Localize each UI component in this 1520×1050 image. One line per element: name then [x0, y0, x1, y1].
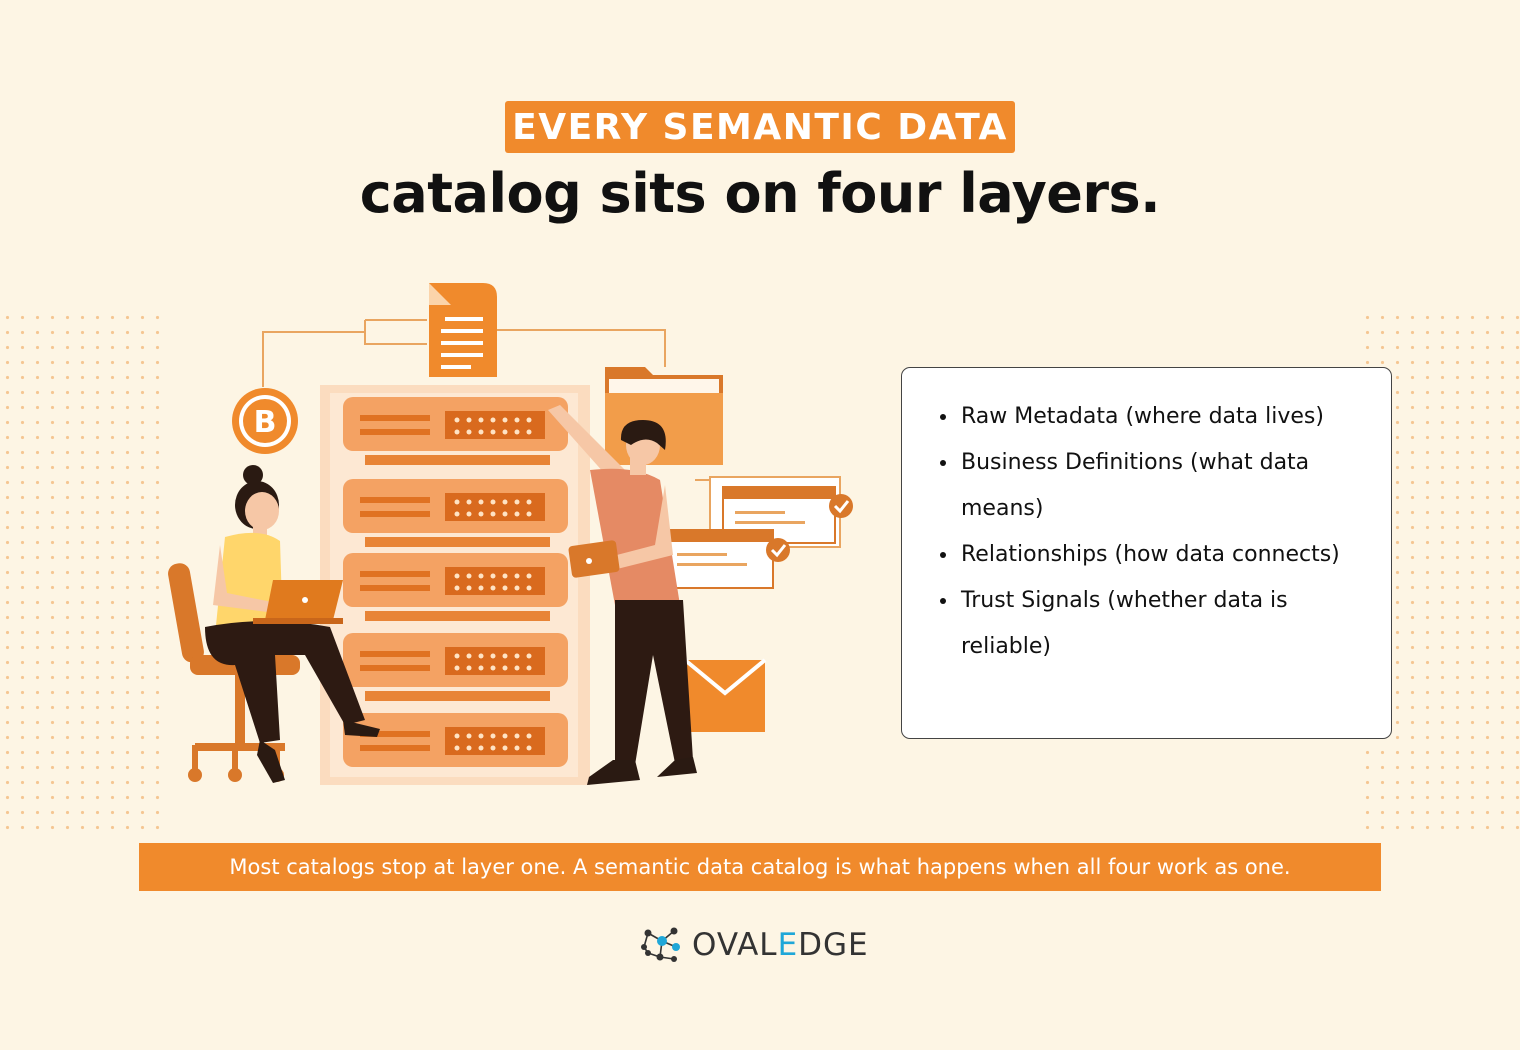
tablet-icon	[568, 540, 620, 578]
check-icon	[829, 494, 853, 518]
svg-text:B: B	[254, 405, 277, 440]
layers-list: Raw Metadata (where data lives) Business…	[902, 368, 1391, 670]
footer-caption: Most catalogs stop at layer one. A seman…	[139, 843, 1381, 891]
check-icon-2	[766, 538, 790, 562]
headline-tag: EVERY SEMANTIC DATA	[505, 101, 1015, 153]
list-item: Relationships (how data connects)	[959, 532, 1371, 578]
dot-pattern-left	[0, 310, 160, 830]
list-item: Raw Metadata (where data lives)	[959, 394, 1371, 440]
bitcoin-icon: B	[232, 388, 298, 454]
envelope-icon	[683, 658, 767, 732]
server-rack	[320, 385, 590, 785]
browser-window-front	[664, 529, 774, 589]
list-item: Trust Signals (whether data is reliable)	[959, 578, 1371, 670]
layers-panel: Raw Metadata (where data lives) Business…	[901, 367, 1392, 739]
brand-logo: OVALEDGE	[640, 920, 869, 970]
data-server-illustration: B	[168, 283, 853, 785]
folder-icon	[605, 367, 723, 465]
woman-figure	[205, 465, 380, 783]
laptop-icon	[253, 580, 343, 624]
brand-name: OVALEDGE	[692, 927, 869, 963]
list-item: Business Definitions (what data means)	[959, 440, 1371, 532]
network-logo-icon	[641, 927, 680, 962]
page-title: catalog sits on four layers.	[359, 162, 1161, 225]
document-icon	[429, 283, 497, 377]
